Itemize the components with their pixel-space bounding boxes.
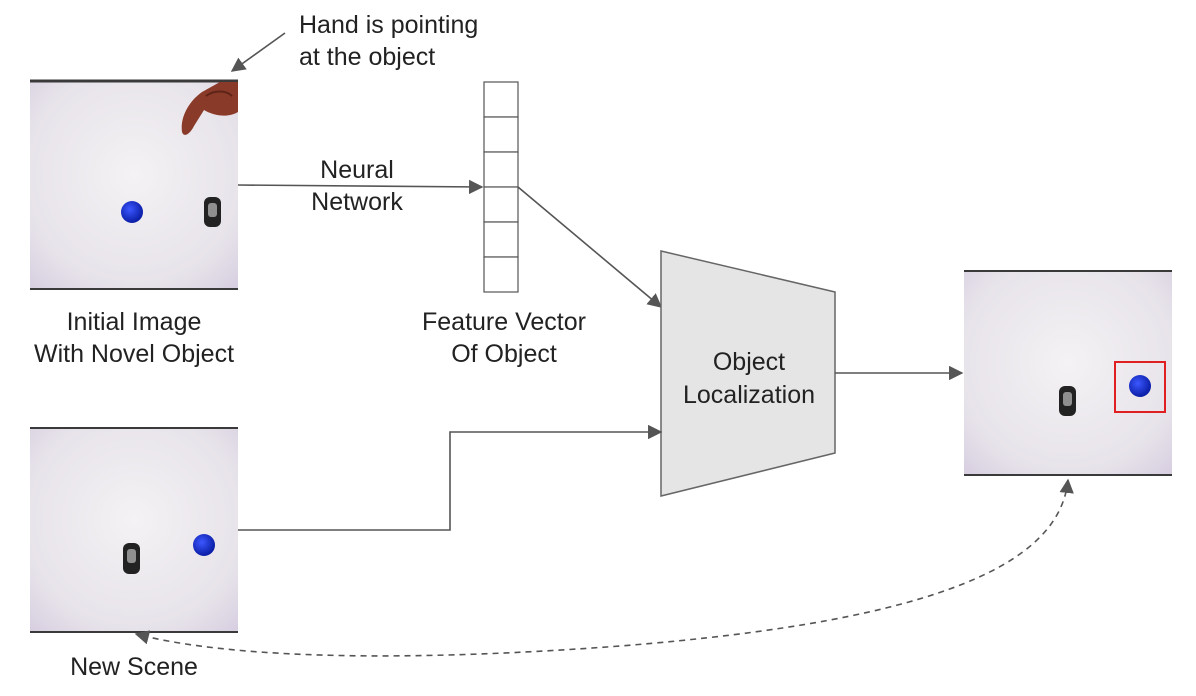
blue-ball-object [1129, 375, 1151, 397]
neural-network-label-line-2: Network [311, 188, 403, 216]
black-object [123, 543, 140, 574]
feature-vector-cell [483, 151, 519, 188]
object-localization-block: Object Localization [660, 250, 836, 497]
output-image [964, 270, 1172, 476]
output-image-surface [964, 270, 1172, 476]
feature-vector-cell [483, 256, 519, 293]
black-object [1059, 386, 1076, 416]
pointing-hand [181, 82, 238, 135]
feature-vector-cell [483, 221, 519, 258]
localization-label-line-1: Object [713, 348, 785, 376]
initial-image [30, 79, 238, 290]
initial-image-surface [30, 80, 238, 290]
feature-vector [483, 81, 519, 293]
feature-to-localizer-arrow [517, 186, 663, 308]
feature-vector-cell [483, 116, 519, 153]
annotation-arrow [230, 32, 286, 72]
localization-trapezoid [660, 250, 836, 497]
initial-image-caption-line-1: Initial Image [67, 308, 202, 336]
localization-label-line-2: Localization [683, 381, 815, 409]
new-scene-surface [30, 427, 238, 633]
annotation-line-2: at the object [299, 43, 435, 71]
feature-vector-label-line-1: Feature Vector [422, 308, 586, 336]
annotation-line-1: Hand is pointing [299, 11, 478, 39]
feature-vector-cell [483, 81, 519, 118]
blue-ball-object [193, 534, 215, 556]
feature-vector-cell [483, 186, 519, 223]
new-scene-image [30, 427, 238, 633]
feature-vector-label-line-2: Of Object [451, 340, 557, 368]
new-scene-to-localizer-arrow [238, 424, 663, 531]
black-object [204, 197, 221, 227]
neural-network-label-line-1: Neural [320, 156, 394, 184]
blue-ball-object [121, 201, 143, 223]
new-scene-caption: New Scene [70, 653, 198, 681]
hand-annotation: Hand is pointing at the object [230, 11, 478, 72]
neural-network-arrow [237, 179, 484, 195]
localization-bounding-box [1114, 361, 1166, 413]
initial-image-caption-line-2: With Novel Object [34, 340, 234, 368]
feedback-dashed-arrow [134, 478, 1074, 657]
